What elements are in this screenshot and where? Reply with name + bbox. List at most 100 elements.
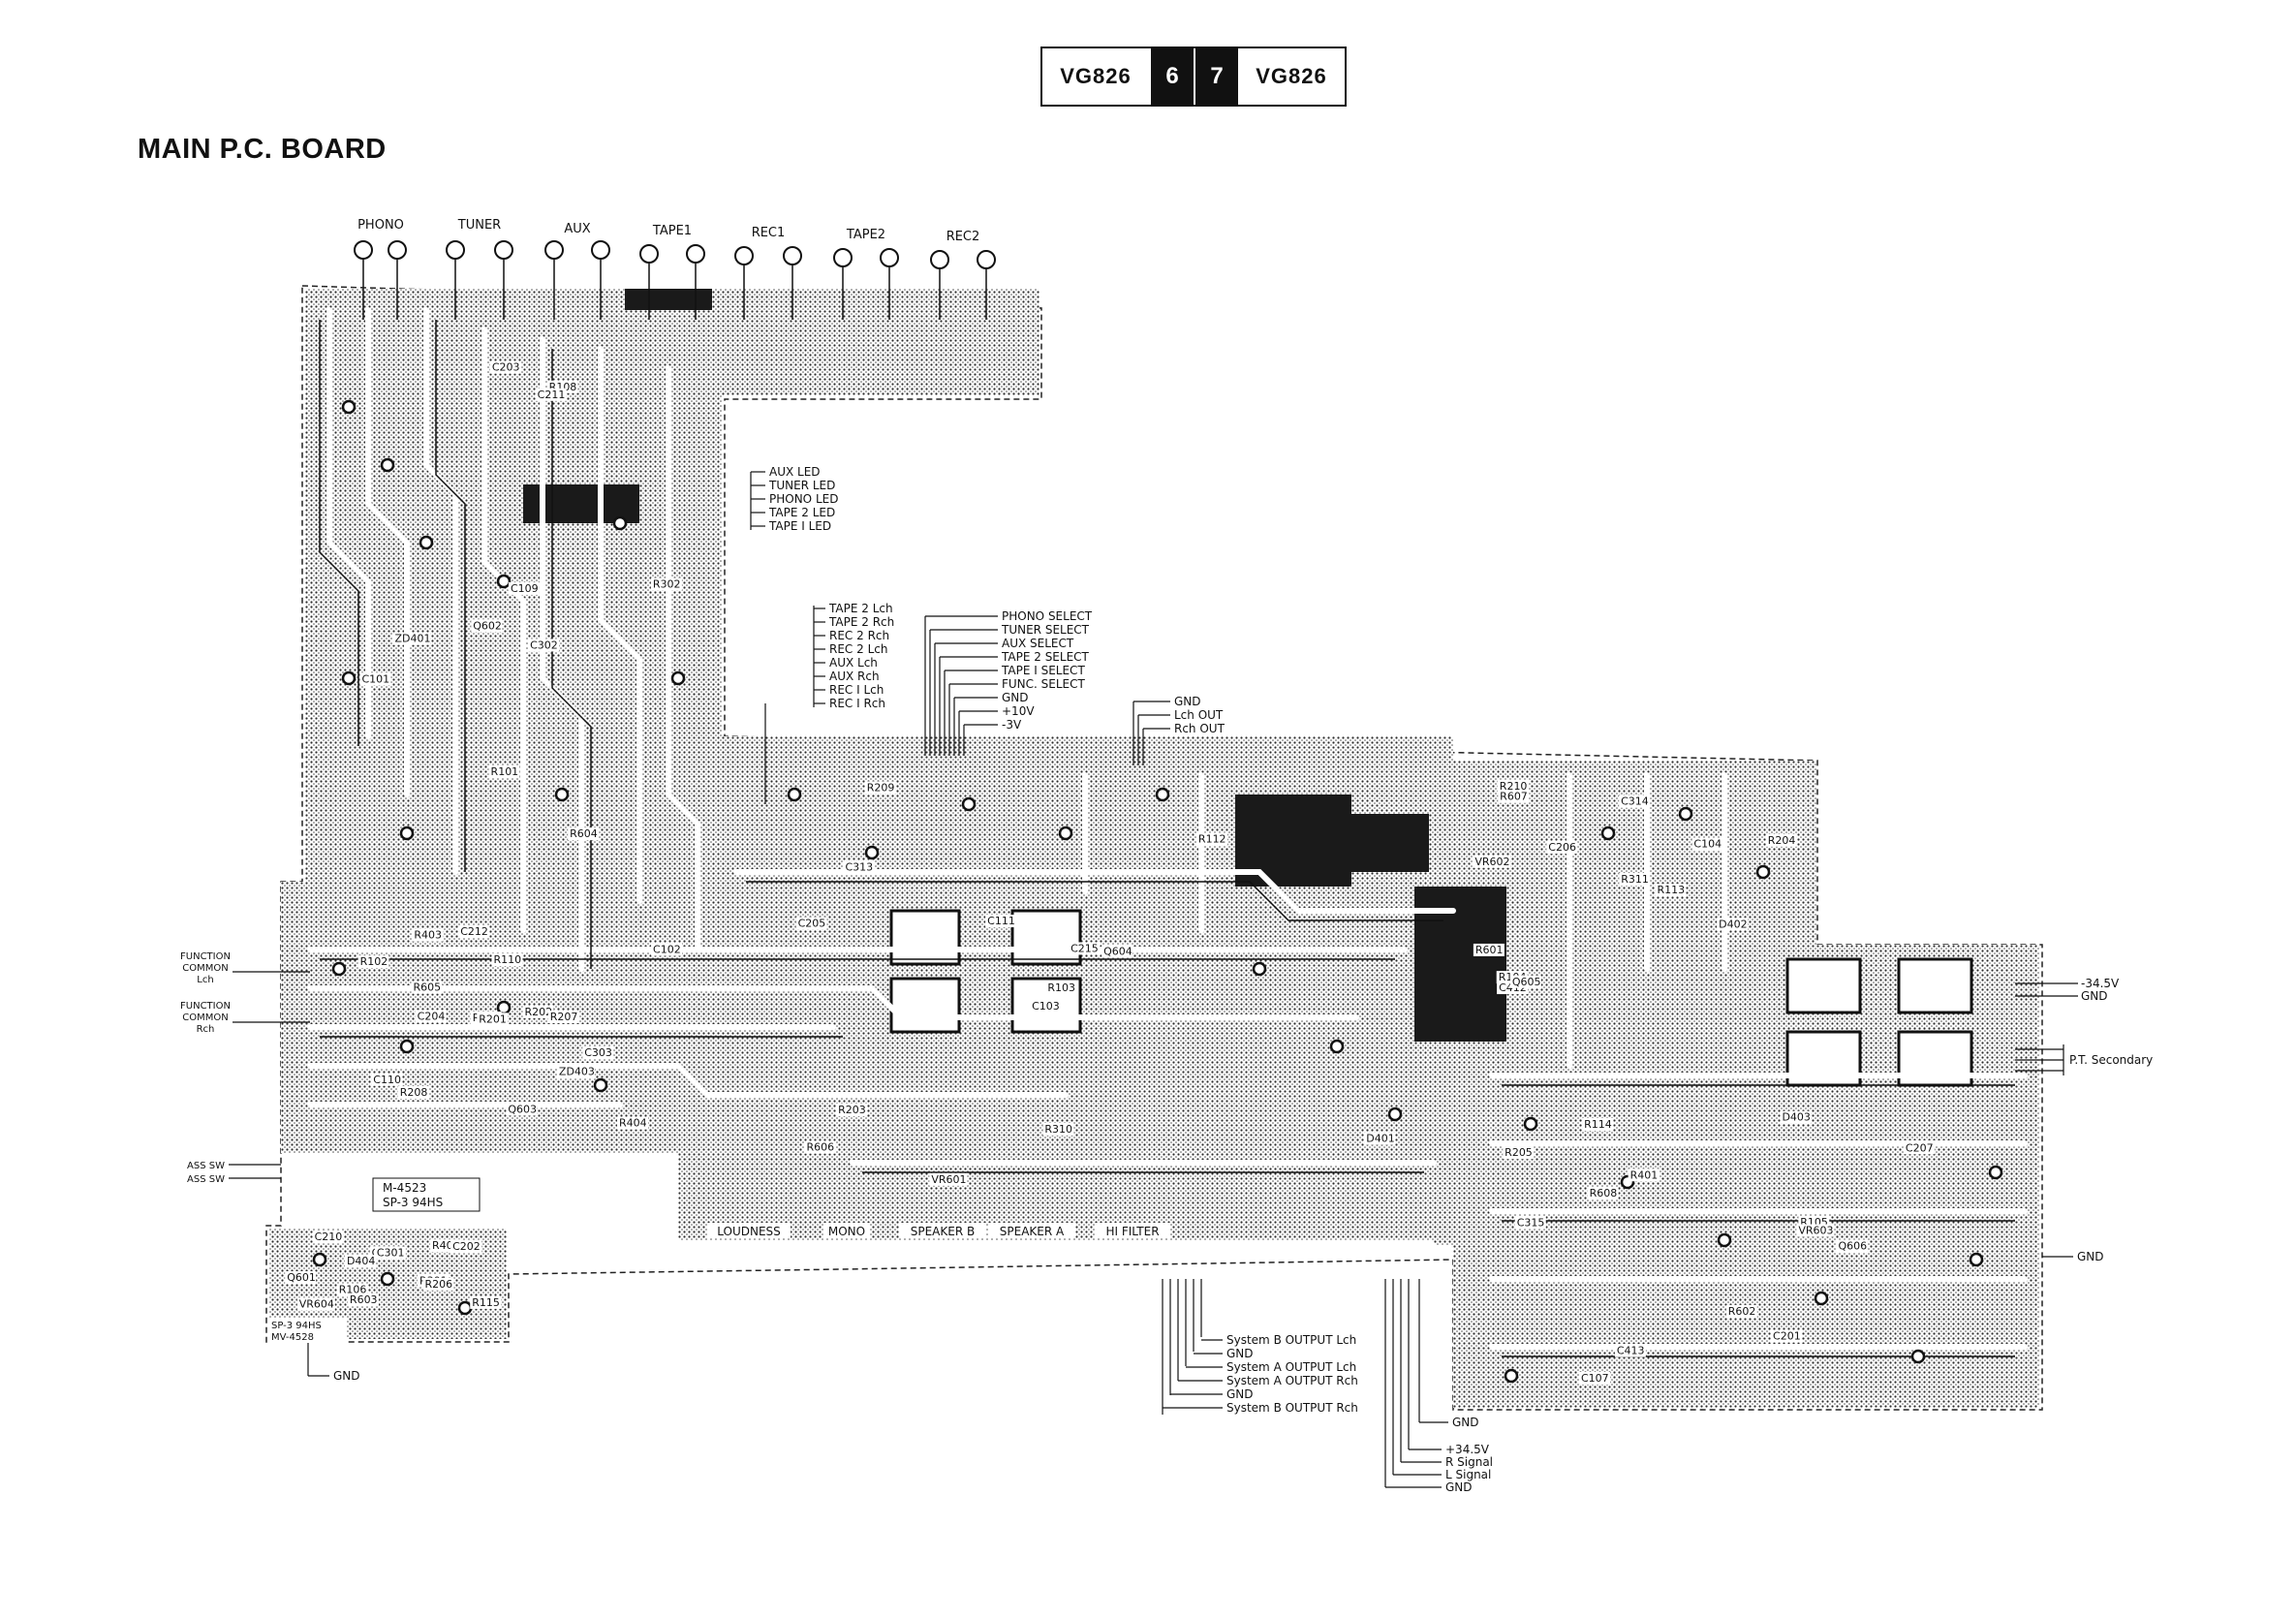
copper-area-left	[281, 289, 1039, 1153]
ref-label: R605	[413, 981, 441, 994]
ref-label-bg	[371, 1073, 403, 1086]
ref-label-bg	[1473, 943, 1505, 956]
label-rec2-rch: REC 2 Rch	[829, 629, 889, 642]
ref-label-bg	[929, 1172, 968, 1186]
ref-label: C110	[373, 1074, 401, 1086]
ref-label: R201	[479, 1012, 507, 1025]
ref-label: R606	[806, 1141, 834, 1154]
model-number-right: VG826	[1256, 64, 1327, 88]
ref-label: C109	[511, 582, 539, 595]
ref-label-bg	[651, 943, 683, 956]
ref-label: C211	[538, 389, 566, 401]
ref-label: R401	[1630, 1168, 1659, 1181]
ref-label: R110	[493, 953, 521, 966]
ref-label-bg	[617, 1116, 649, 1130]
ref-label-bg	[1587, 1187, 1619, 1200]
label-sysa-rch: System A OUTPUT Rch	[1226, 1374, 1358, 1387]
ref-label: R115	[472, 1296, 500, 1309]
label-sysb-lch: System B OUTPUT Lch	[1226, 1333, 1356, 1347]
ref-label-bg	[1195, 832, 1227, 846]
ref-label-bg	[843, 860, 875, 874]
ref-label-bg	[344, 1255, 376, 1268]
ref-label-bg	[357, 955, 389, 969]
pcb-traces-dark	[319, 320, 2015, 1357]
ref-label: C103	[1032, 1000, 1060, 1012]
ref-label-bg	[422, 1277, 454, 1291]
label-l-signal: L Signal	[1445, 1468, 1491, 1481]
ref-label: C111	[987, 915, 1015, 927]
ref-label-bg	[471, 619, 503, 633]
led-connector	[750, 471, 765, 530]
ref-label-bg	[836, 1104, 868, 1117]
ref-label: R607	[1500, 791, 1528, 803]
ref-label: C315	[1517, 1216, 1545, 1229]
ref-label: R203	[838, 1104, 866, 1116]
ref-label-bg	[1614, 1344, 1646, 1357]
ass-sw-label-1: ASS SW	[187, 1161, 225, 1171]
tape-rec-labels: TAPE 2 Lch TAPE 2 Rch REC 2 Rch REC 2 Lc…	[828, 602, 894, 710]
label-minus3v: -3V	[1002, 718, 1022, 732]
ref-label-bg	[1514, 1216, 1546, 1230]
label-lch-out: Lch OUT	[1174, 708, 1224, 722]
ref-label-bg	[477, 1012, 509, 1026]
out-connector	[1132, 701, 1170, 765]
ref-label-bg	[508, 581, 540, 595]
ref-label: C313	[845, 861, 873, 874]
page-title: MAIN P.C. BOARD	[138, 134, 387, 165]
ref-label-bg	[1503, 1146, 1535, 1160]
left-leads	[229, 971, 329, 1377]
ref-label-bg	[347, 1293, 379, 1307]
supply-labels: +34.5V R Signal L Signal GND	[1445, 1443, 1493, 1494]
ref-label: Q605	[1512, 976, 1541, 988]
ref-label: R205	[1505, 1146, 1533, 1159]
ref-label: R604	[570, 827, 598, 840]
jack-label-phono: PHONO	[357, 218, 404, 233]
ref-label: VR601	[931, 1173, 966, 1186]
label-pt-secondary: P.T. Secondary	[2069, 1053, 2153, 1067]
label-right-gnd: GND	[2077, 1250, 2104, 1263]
ref-label-bg	[312, 1231, 344, 1244]
ref-label-bg	[392, 632, 431, 645]
ref-label: R209	[867, 781, 895, 794]
label-mono: MONO	[828, 1225, 865, 1238]
ref-label-bg	[556, 1065, 595, 1078]
jack-label-rec1: REC1	[752, 226, 786, 240]
label-rec1-lch: REC I Lch	[829, 683, 884, 697]
ref-label-bg	[1903, 1141, 1935, 1155]
ref-label: R114	[1584, 1118, 1612, 1131]
ref-label: R210	[1500, 780, 1528, 793]
label-supply-gnd: GND	[1445, 1480, 1473, 1494]
ref-label-bg	[1473, 855, 1511, 868]
select-labels: PHONO SELECT TUNER SELECT AUX SELECT TAP…	[1001, 609, 1093, 732]
ref-label-bg	[795, 917, 827, 930]
label-gnd-mid: GND	[1452, 1416, 1479, 1429]
ref-label: R302	[653, 577, 681, 590]
ref-label-bg	[488, 764, 520, 778]
ref-label: R113	[1658, 884, 1686, 896]
ref-label: R204	[1768, 834, 1796, 847]
ref-label: C202	[452, 1240, 481, 1253]
ref-label-bg	[1765, 833, 1797, 847]
ref-label-bg	[547, 1011, 579, 1024]
ref-label-bg	[1619, 794, 1651, 808]
jack-label-tape2: TAPE2	[846, 228, 885, 242]
ref-label-bg	[1628, 1168, 1660, 1182]
control-labels: LOUDNESS MONO SPEAKER B SPEAKER A HI FIL…	[707, 1223, 1170, 1238]
ref-label: C102	[653, 944, 681, 956]
label-aux-lch: AUX Lch	[829, 656, 878, 670]
stamp-line1: M-4523	[383, 1181, 426, 1195]
pcb-traces	[307, 307, 2028, 1350]
ref-label: R103	[1047, 981, 1075, 994]
ref-label: C204	[418, 1010, 446, 1022]
ref-label: ZD403	[559, 1066, 595, 1078]
ref-label: C107	[1581, 1372, 1609, 1385]
label-minus34v: -34.5V	[2081, 977, 2120, 990]
page-number-left: 6	[1149, 48, 1194, 105]
ref-label-bg	[1655, 884, 1687, 897]
ref-label-bg	[1691, 837, 1723, 851]
power-labels: -34.5V GND P.T. Secondary GND	[2069, 977, 2153, 1263]
fc-rch-line1: FUNCTION	[180, 1001, 231, 1012]
label-select-gnd: GND	[1002, 691, 1029, 704]
ref-label: D401	[1366, 1133, 1394, 1145]
ass-sw-labels: ASS SW ASS SW	[187, 1161, 225, 1185]
